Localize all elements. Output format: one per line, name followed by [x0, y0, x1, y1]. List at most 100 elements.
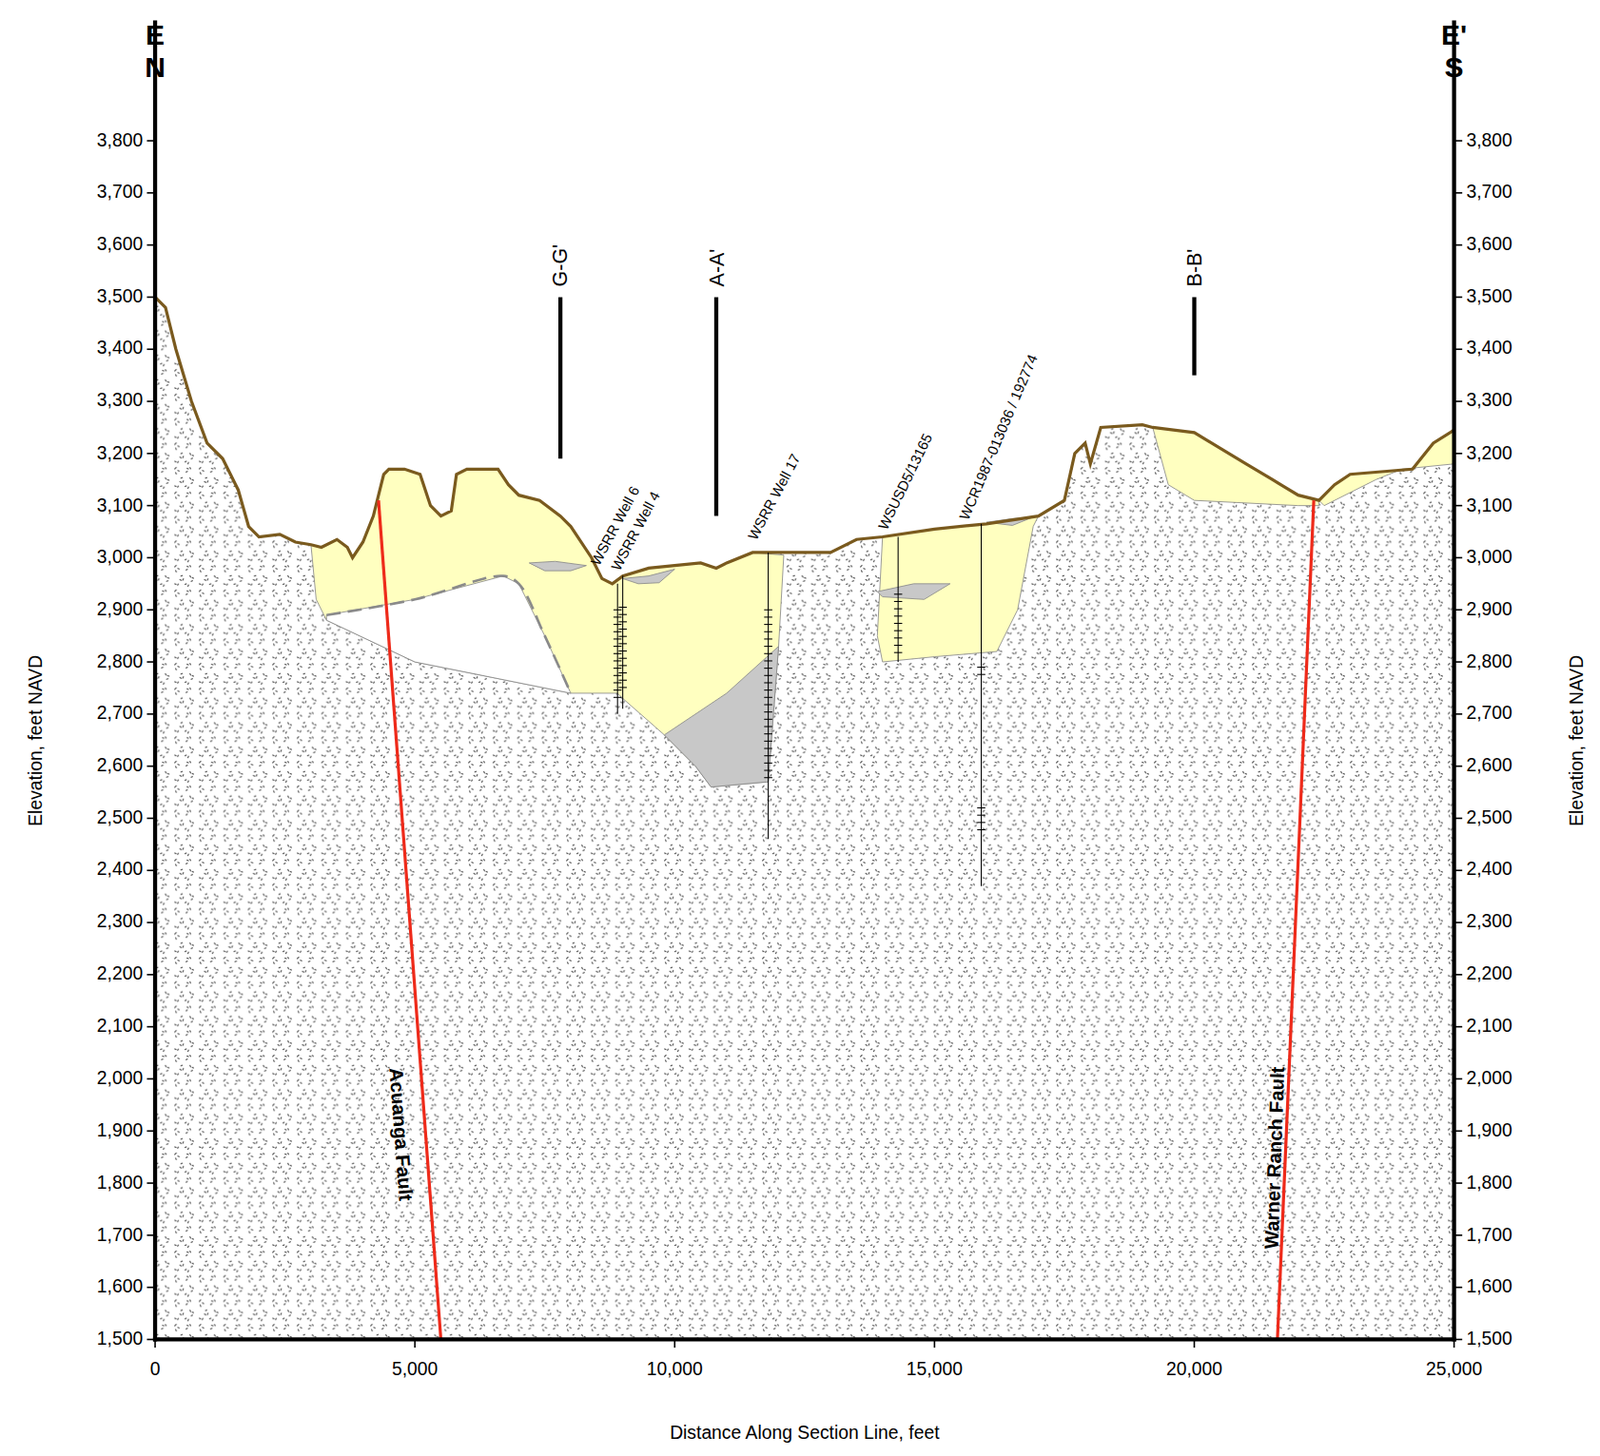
tick-label: 3,100 — [1465, 495, 1512, 516]
tick-label: 3,600 — [97, 234, 143, 255]
well-screen — [763, 631, 773, 633]
tick-label: 1,700 — [97, 1225, 143, 1246]
well-screen — [763, 703, 773, 705]
section-marker — [558, 296, 563, 459]
well-screen — [618, 672, 627, 674]
tick-label: 2,500 — [1465, 808, 1512, 829]
well-screen — [763, 653, 773, 655]
tick-mark — [1454, 1287, 1464, 1289]
well-screen — [763, 689, 773, 691]
tick-label: 3,500 — [1465, 287, 1512, 308]
tick-mark — [1454, 1234, 1464, 1237]
tick-mark — [1454, 505, 1464, 508]
tick-mark — [1454, 1078, 1464, 1081]
tick-mark — [413, 1339, 416, 1348]
tick-mark — [146, 244, 156, 247]
well-screen — [763, 762, 773, 764]
tick-label: 2,600 — [1465, 756, 1512, 777]
well-screen — [763, 741, 773, 742]
well-screen — [618, 628, 627, 630]
tick-label: 2,900 — [97, 600, 143, 621]
well-screen — [763, 645, 773, 647]
tick-mark — [1454, 974, 1464, 976]
well-label: WSRR Well 17 — [745, 451, 804, 544]
tick-label: 2,800 — [1465, 651, 1512, 672]
tick-label: 1,900 — [97, 1121, 143, 1142]
well-screen — [894, 608, 903, 610]
alluvium-basin — [877, 516, 1038, 663]
direction-letter: N — [144, 52, 166, 84]
well-screen — [613, 631, 623, 633]
tick-mark — [146, 139, 156, 142]
tick-label: 1,900 — [1465, 1121, 1512, 1142]
well-screen — [613, 638, 623, 640]
tick-mark — [1454, 921, 1464, 924]
well-screen — [763, 660, 773, 662]
tick-label: 2,400 — [1465, 860, 1512, 881]
clay-lens — [528, 561, 586, 571]
well-label: WSUSD5/13165 — [876, 431, 937, 533]
tick-mark — [1454, 1339, 1464, 1342]
tick-label: 2,000 — [97, 1069, 143, 1090]
tick-mark — [146, 713, 156, 716]
tick-mark — [146, 1130, 156, 1132]
tick-mark — [146, 452, 156, 455]
tick-mark — [673, 1339, 676, 1348]
tick-mark — [1454, 661, 1464, 664]
section-marker — [1191, 296, 1196, 375]
well-screen — [894, 623, 903, 625]
tick-label: 3,300 — [97, 390, 143, 411]
tick-mark — [1454, 1130, 1464, 1132]
section-label: G-G' — [548, 244, 572, 288]
tick-label: 2,000 — [1465, 1069, 1512, 1090]
alluvium-basin — [311, 468, 784, 787]
well-screen — [976, 674, 986, 676]
tick-mark — [146, 1026, 156, 1029]
well-screen — [763, 682, 773, 683]
tick-label: 3,000 — [97, 547, 143, 568]
tick-mark — [146, 661, 156, 664]
well-casing — [980, 524, 982, 887]
axis-title: Distance Along Section Line, feet — [669, 1424, 939, 1444]
tick-label: 2,700 — [1465, 703, 1512, 724]
tick-label: 20,000 — [1166, 1360, 1223, 1381]
well-label: WCR1987-013036 / 192774 — [956, 352, 1041, 524]
tick-label: 1,700 — [1465, 1225, 1512, 1246]
well-screen — [763, 667, 773, 669]
tick-mark — [146, 505, 156, 508]
tick-label: 3,200 — [1465, 443, 1512, 464]
well-screen — [613, 697, 623, 699]
direction-letter: E — [145, 19, 165, 52]
well-screen — [894, 593, 903, 595]
tick-label: 25,000 — [1425, 1360, 1483, 1381]
well-screen — [618, 686, 627, 688]
unsaturated-zone — [326, 576, 571, 694]
well-screen — [613, 667, 623, 669]
well-screen — [894, 615, 903, 617]
tick-label: 2,100 — [97, 1016, 143, 1037]
clay-lens — [623, 568, 676, 584]
axis-title: Elevation, feet NAVD — [1567, 654, 1588, 826]
well-screen — [763, 719, 773, 721]
well-screen — [618, 606, 627, 608]
tick-label: 3,000 — [1465, 547, 1512, 568]
tick-label: 2,100 — [1465, 1016, 1512, 1037]
axis-line — [153, 1337, 1457, 1342]
tick-label: 15,000 — [906, 1360, 963, 1381]
well-screen — [618, 658, 627, 660]
tick-label: 2,300 — [97, 912, 143, 933]
well-screen — [618, 614, 627, 616]
tick-mark — [154, 1339, 157, 1348]
tick-label: 1,600 — [97, 1277, 143, 1298]
tick-mark — [1454, 296, 1464, 299]
well-screen — [763, 725, 773, 727]
tick-label: 3,400 — [97, 339, 143, 360]
tick-mark — [1193, 1339, 1196, 1348]
tick-mark — [1454, 869, 1464, 872]
axis-title: Elevation, feet NAVD — [26, 654, 47, 826]
direction-letter: E' — [1441, 19, 1467, 52]
well-casing — [622, 576, 624, 710]
well-screen — [763, 697, 773, 699]
